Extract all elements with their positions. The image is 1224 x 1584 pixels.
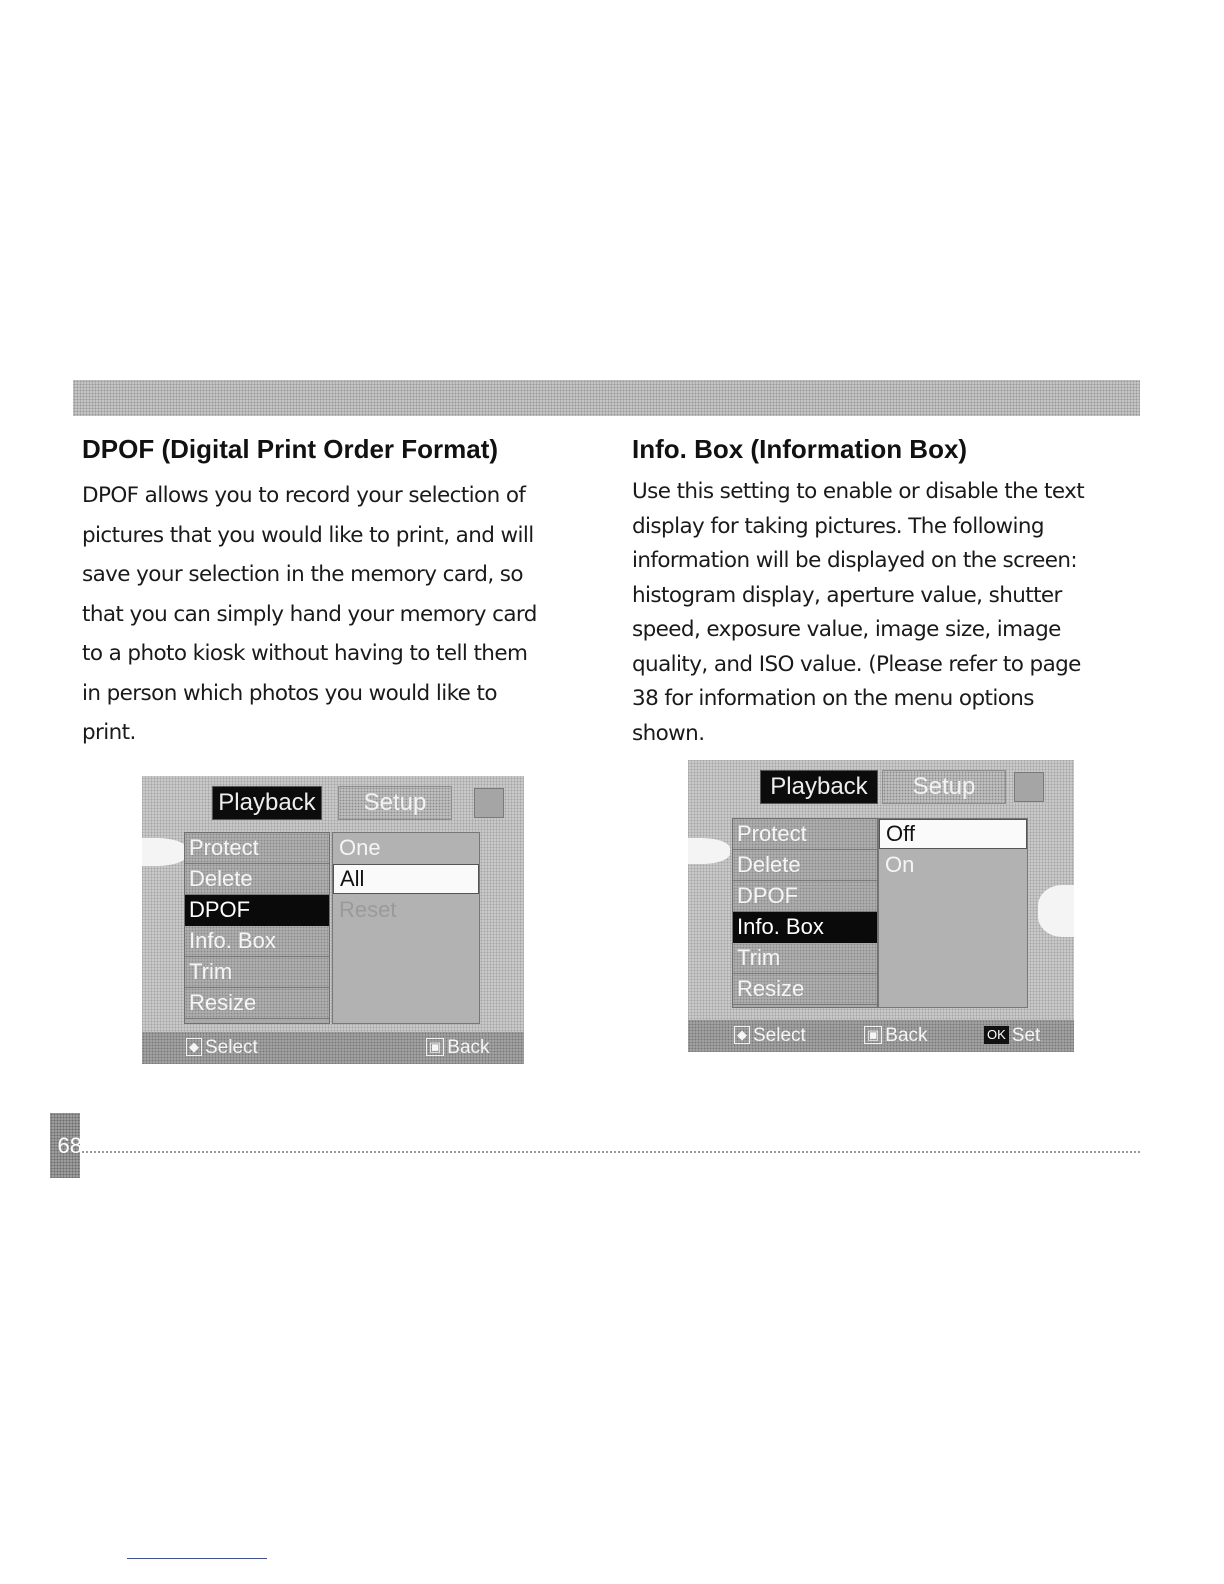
bottom-underline [127,1558,267,1559]
dpof-body: DPOF allows you to record your selection… [82,476,592,753]
dpof-body-line: pictures that you would like to print, a… [82,522,534,548]
navigate-icon: ◆ [734,1026,750,1044]
navigate-icon: ◆ [186,1038,202,1056]
option-on[interactable]: On [885,852,915,877]
option-one[interactable]: One [339,835,381,860]
info-box-camera-screenshot: Playback Setup Protect Delete DPOF Info.… [688,760,1074,1052]
dpof-body-line: that you can simply hand your memory car… [82,601,537,627]
option-all[interactable]: All [333,864,479,894]
option-off[interactable]: Off [879,819,1027,849]
tab-extra[interactable] [1014,772,1044,802]
info-box-options: Off On [878,818,1028,1008]
info-box-heading: Info. Box (Information Box) [632,434,968,464]
info-box-body-line: quality, and ISO value. (Please refer to… [632,651,1081,677]
info-box-body-line: speed, exposure value, image size, image [632,617,1061,642]
footer-select: ◆Select [734,1025,806,1047]
back-icon: ▣ [864,1026,883,1044]
info-box-body: Use this setting to enable or disable th… [632,475,1132,751]
tab-playback[interactable]: Playback [212,786,322,820]
dpof-body-line: in person which photos you would like to [82,680,498,706]
dpof-body-line: DPOF allows you to record your selection… [82,483,526,508]
menu-item-protect[interactable]: Protect [733,819,877,850]
info-box-body-line: information will be displayed on the scr… [632,548,1078,573]
info-box-body-line: shown. [632,720,705,746]
menu-item-delete[interactable]: Delete [185,864,329,895]
page-number-tab: 68 [50,1113,82,1178]
dpof-options: One All Reset [332,832,480,1024]
dpof-body-line: print. [82,720,136,745]
footer-select: ◆Select [186,1037,258,1059]
tab-extra[interactable] [474,788,504,818]
ok-button-icon: OK [984,1026,1009,1044]
playback-menu: Protect Delete DPOF Info. Box Trim Resiz… [732,818,878,1008]
screen-footer: ◆Select ▣Back [142,1032,524,1064]
info-box-body-line: Use this setting to enable or disable th… [632,479,1085,504]
screen-highlight [1038,885,1074,937]
tab-setup[interactable]: Setup [882,770,1006,804]
tab-playback[interactable]: Playback [760,770,878,804]
footer-back: ▣Back [864,1025,928,1047]
screen-highlight [142,838,187,866]
info-box-section: Info. Box (Information Box) Use this set… [632,432,1132,751]
back-icon: ▣ [426,1038,445,1056]
info-box-body-line: histogram display, aperture value, shutt… [632,582,1062,608]
footer-divider [82,1151,1140,1153]
playback-menu: Protect Delete DPOF Info. Box Trim Resiz… [184,832,330,1024]
info-box-body-line: 38 for information on the menu options [632,686,1034,711]
menu-item-dpof[interactable]: DPOF [733,881,877,912]
menu-item-info-box[interactable]: Info. Box [733,912,877,943]
menu-item-dpof[interactable]: DPOF [185,895,329,926]
tab-setup[interactable]: Setup [338,786,452,820]
menu-item-info-box[interactable]: Info. Box [185,926,329,957]
page-number: 68 [57,1132,82,1158]
dpof-heading: DPOF (Digital Print Order Format) [82,434,499,464]
menu-item-trim[interactable]: Trim [733,943,877,974]
dpof-camera-screenshot: Playback Setup Protect Delete DPOF Info.… [142,776,524,1064]
section-header-band [73,380,1140,416]
option-reset[interactable]: Reset [339,897,397,922]
menu-item-resize[interactable]: Resize [733,974,877,1005]
screen-highlight [688,838,730,864]
dpof-section: DPOF (Digital Print Order Format) DPOF a… [82,432,592,753]
menu-item-protect[interactable]: Protect [185,833,329,864]
menu-item-trim[interactable]: Trim [185,957,329,988]
menu-item-delete[interactable]: Delete [733,850,877,881]
dpof-body-line: to a photo kiosk without having to tell … [82,641,528,666]
dpof-body-line: save your selection in the memory card, … [82,562,524,587]
footer-back: ▣Back [426,1037,490,1059]
menu-item-resize[interactable]: Resize [185,988,329,1019]
info-box-body-line: display for taking pictures. The followi… [632,513,1045,539]
